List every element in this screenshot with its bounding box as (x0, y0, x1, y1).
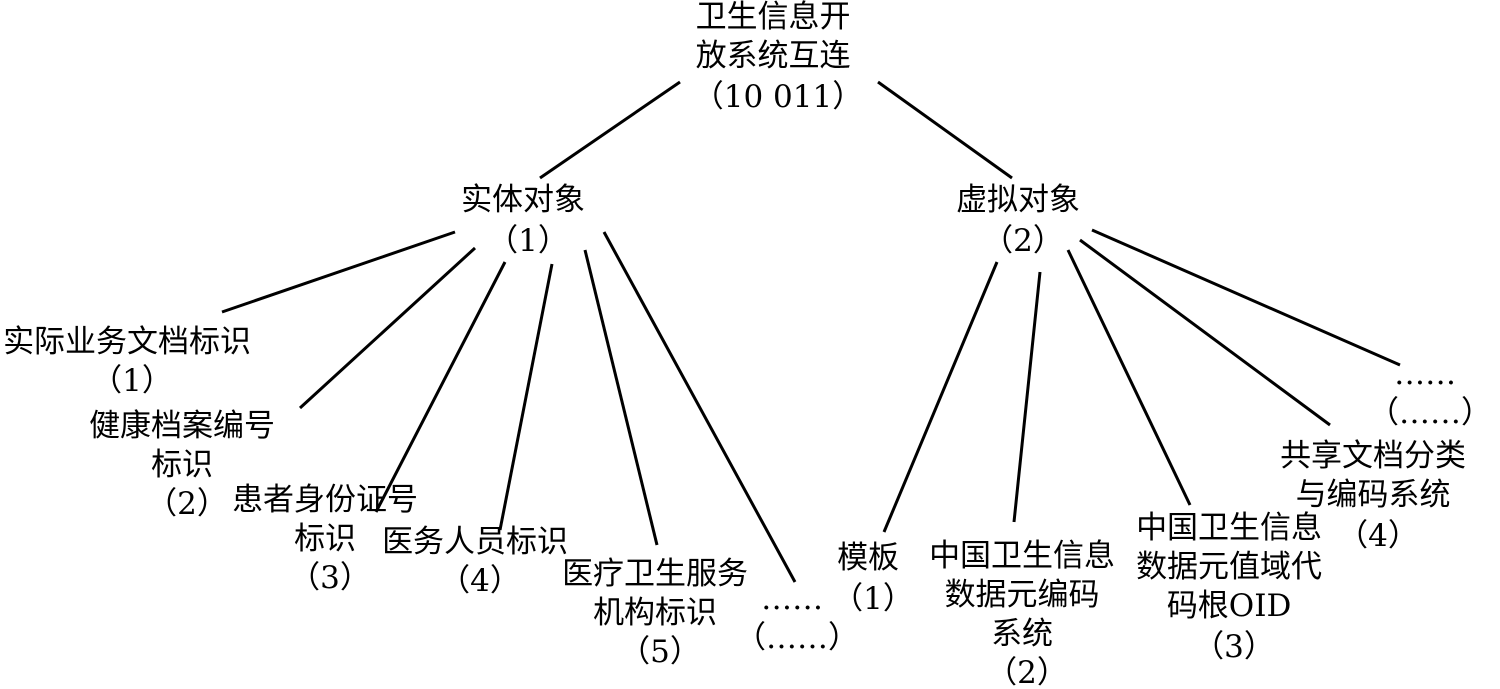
virtual-child-2-line-2: 数据元编码 (945, 577, 1100, 613)
entity-child-4-line-1: 医务人员标识 (382, 524, 568, 560)
edge-entity-child-1 (221, 230, 456, 314)
edge-virtual-child-3 (1066, 249, 1192, 506)
edge-virtual-child-4 (1079, 238, 1331, 427)
entity-child-medical-staff-id: 医务人员标识 （4） (382, 524, 578, 599)
entity-child-2-line-3: （2） (146, 486, 228, 522)
entity-child-business-document-id: 实际业务文档标识 （1） (3, 324, 261, 399)
virtual-child-3-line-2: 数据元值域代 (1136, 549, 1322, 585)
virtual-child-3-line-4: （3） (1193, 629, 1275, 665)
virtual-child-5-line-2: （……） (1368, 395, 1492, 431)
entity-child-patient-id-card: 患者身份证号 标识 （3） (232, 482, 428, 596)
edge-entity-child-3 (374, 261, 507, 513)
root-line-1: 卫生信息开 (696, 0, 851, 35)
entity-child-1-line-1: 实际业务文档标识 (3, 324, 251, 360)
virtual-child-5-line-1: …… (1394, 356, 1456, 392)
virtual-child-ellipsis: …… （……） (1368, 356, 1492, 431)
virtual-child-4-line-3: （4） (1337, 518, 1419, 554)
edge-root-entity (539, 80, 681, 180)
entity-child-1-line-2: （1） (91, 363, 173, 399)
entity-child-5-line-3: （5） (619, 634, 701, 670)
root-line-2: 放系统互连 (696, 38, 851, 74)
entity-child-3-line-1: 患者身份证号 (232, 482, 418, 518)
entity-child-healthcare-institution-id: 医疗卫生服务 机构标识 （5） (562, 556, 758, 670)
edge-entity-child-6 (602, 231, 797, 583)
entity-child-6-line-1: …… (761, 581, 823, 617)
entity-child-5-line-2: 机构标识 (593, 595, 717, 631)
entity-object-node: 实体对象 （1） (461, 182, 595, 259)
entity-child-health-record-id: 健康档案编号 标识 （2） (89, 408, 285, 522)
virtual-child-data-element-coding-system: 中国卫生信息 数据元编码 系统 （2） (929, 538, 1125, 689)
root-line-3: （10 011） (693, 79, 863, 115)
virtual-child-1-line-2: （1） (832, 581, 914, 617)
root-node: 卫生信息开 放系统互连 （10 011） (693, 0, 863, 115)
virtual-child-2-line-1: 中国卫生信息 (929, 538, 1115, 574)
virtual-line-1: 虚拟对象 (956, 182, 1080, 218)
virtual-child-template: 模板 （1） (832, 540, 914, 617)
virtual-child-1-line-1: 模板 (837, 540, 899, 576)
virtual-child-shared-document-classification: 共享文档分类 与编码系统 （4） (1280, 438, 1476, 554)
virtual-child-3-line-1: 中国卫生信息 (1136, 510, 1322, 546)
entity-line-2: （1） (487, 223, 569, 259)
virtual-child-value-domain-root-oid: 中国卫生信息 数据元值域代 码根OID （3） (1136, 510, 1332, 665)
tree-edges (221, 80, 1401, 583)
entity-child-5-line-1: 医疗卫生服务 (562, 556, 748, 592)
virtual-child-2-line-4: （2） (986, 655, 1068, 689)
virtual-child-4-line-1: 共享文档分类 (1280, 438, 1466, 474)
edge-root-virtual (877, 80, 1013, 180)
entity-child-2-line-1: 健康档案编号 (89, 408, 275, 444)
virtual-line-2: （2） (982, 223, 1064, 259)
entity-child-3-line-3: （3） (289, 560, 371, 596)
virtual-child-2-line-3: 系统 (991, 616, 1053, 652)
edge-entity-child-4 (498, 263, 554, 531)
edge-entity-child-2 (298, 246, 477, 410)
entity-child-4-line-2: （4） (439, 563, 521, 599)
virtual-child-3-line-3: 码根OID (1167, 588, 1292, 624)
entity-line-1: 实体对象 (461, 182, 585, 218)
edge-virtual-child-2 (1012, 271, 1042, 523)
virtual-object-node: 虚拟对象 （2） (956, 182, 1090, 259)
entity-child-ellipsis: …… （……） (735, 581, 859, 656)
entity-child-3-line-2: 标识 (294, 521, 356, 557)
edge-entity-child-5 (583, 249, 659, 546)
edge-virtual-child-5 (1091, 228, 1401, 367)
entity-child-6-line-2: （……） (735, 620, 859, 656)
entity-child-2-line-2: 标识 (151, 447, 213, 483)
virtual-child-4-line-2: 与编码系统 (1296, 477, 1451, 513)
edge-virtual-child-1 (882, 261, 999, 533)
